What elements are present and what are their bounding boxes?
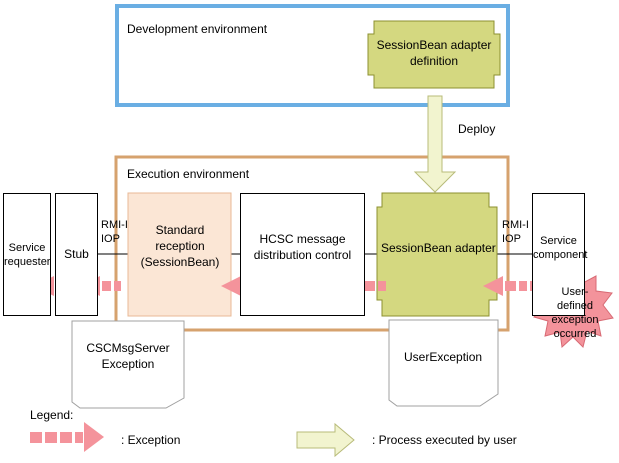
user-exception-label: UserException — [404, 350, 483, 364]
standard-reception-box — [127, 192, 232, 317]
deploy-label: Deploy — [458, 122, 496, 136]
cscmsg-server-exception-document — [71, 320, 185, 409]
sessionbean-adapter-label: SessionBean adapter — [381, 241, 496, 255]
service-requester-box: Service requester — [3, 193, 51, 316]
service-component-label: Service component — [533, 234, 588, 261]
deploy-arrow — [413, 95, 457, 193]
stub-box: Stub — [55, 193, 98, 316]
hcsc-message-distribution-label: HCSC message distribution control — [253, 231, 352, 262]
execution-environment-label: Execution environment — [127, 167, 250, 181]
user-exception-document — [388, 319, 499, 407]
legend-exception-label: : Exception — [121, 433, 181, 447]
legend-process-label: : Process executed by user — [372, 433, 517, 447]
service-requester-label: Service requester — [4, 241, 51, 268]
execution-environment-frame — [114, 155, 510, 332]
sessionbean-adapter-definition-shape — [367, 20, 501, 89]
exception-burst-label: User-defined exception occurred — [551, 286, 599, 340]
legend-title: Legend: — [30, 408, 74, 422]
sessionbean-adapter-shape — [376, 192, 498, 317]
legend-user-process-arrow — [296, 422, 355, 458]
standard-reception-label: Standard reception (SessionBean) — [140, 223, 220, 269]
rmi-iiop-left-label: RMI-IIOP — [101, 219, 128, 245]
development-environment-label: Development environment — [127, 22, 268, 36]
hcsc-message-distribution-box: HCSC message distribution control — [240, 193, 365, 316]
cscmsg-server-exception-label: CSCMsgServer Exception — [86, 341, 170, 371]
service-component-box: Service component — [532, 193, 588, 316]
rmi-iiop-right-label: RMI-IIOP — [502, 219, 529, 245]
legend-exception-arrow — [30, 422, 104, 452]
sessionbean-adapter-definition-label: SessionBean adapter definition — [376, 38, 492, 68]
stub-label: Stub — [64, 247, 89, 261]
